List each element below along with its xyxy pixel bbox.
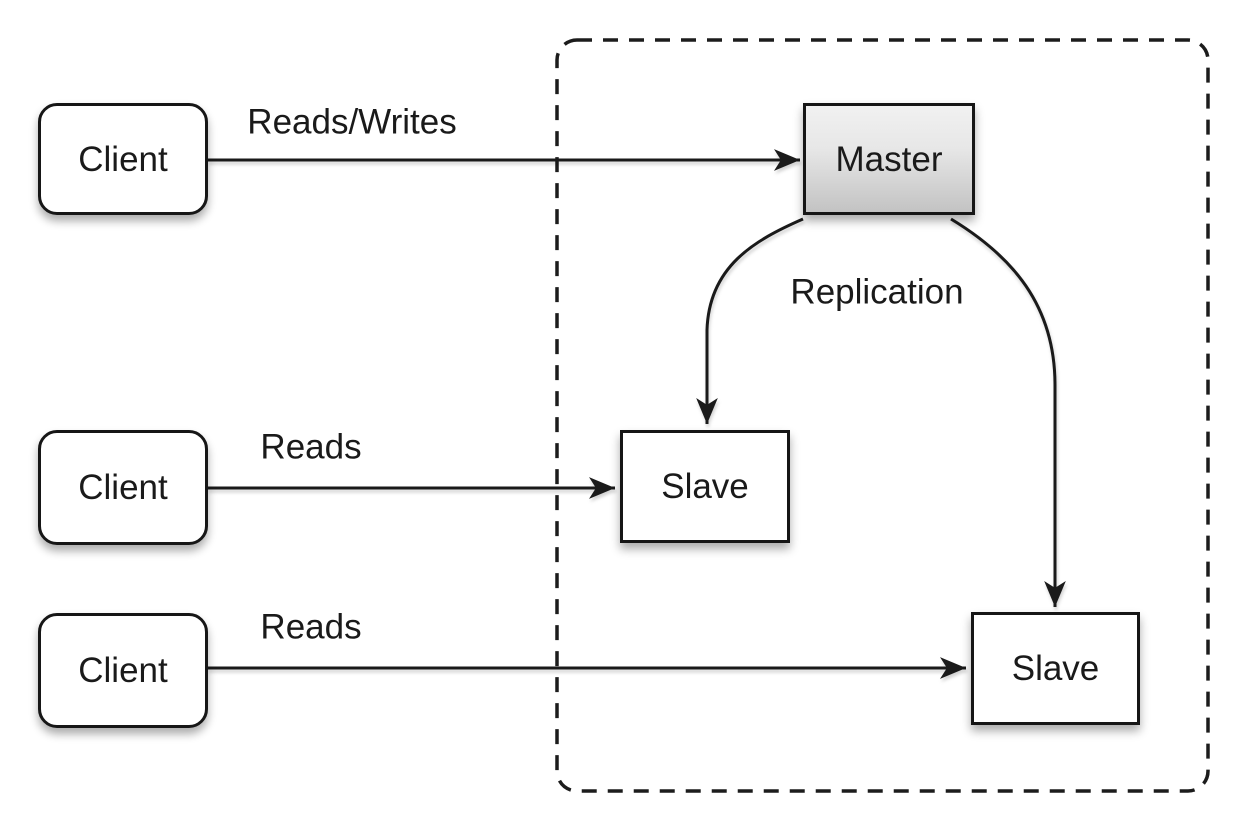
node-client-3: Client xyxy=(38,613,208,728)
edge-label-reads-writes: Reads/Writes xyxy=(247,102,457,142)
node-client-3-label: Client xyxy=(78,651,168,690)
node-client-1-label: Client xyxy=(78,139,168,179)
edge-replication-left-curve xyxy=(696,217,804,424)
node-slave-2: Slave xyxy=(971,612,1140,725)
node-master: Master xyxy=(803,103,975,215)
replication-group-boundary xyxy=(555,38,1210,793)
node-client-2-label: Client xyxy=(78,468,168,507)
edge-replication-right-curve xyxy=(950,217,1066,607)
edge-label-reads-slave1: Reads xyxy=(260,427,362,467)
node-slave-1-label: Slave xyxy=(661,467,749,506)
node-master-label: Master xyxy=(835,139,943,179)
edge-label-replication: Replication xyxy=(790,272,964,312)
node-client-2: Client xyxy=(38,430,208,545)
node-slave-2-label: Slave xyxy=(1011,649,1100,688)
node-client-1: Client xyxy=(38,103,208,215)
edge-label-reads-slave2: Reads xyxy=(260,607,362,647)
node-slave-1: Slave xyxy=(620,430,790,543)
